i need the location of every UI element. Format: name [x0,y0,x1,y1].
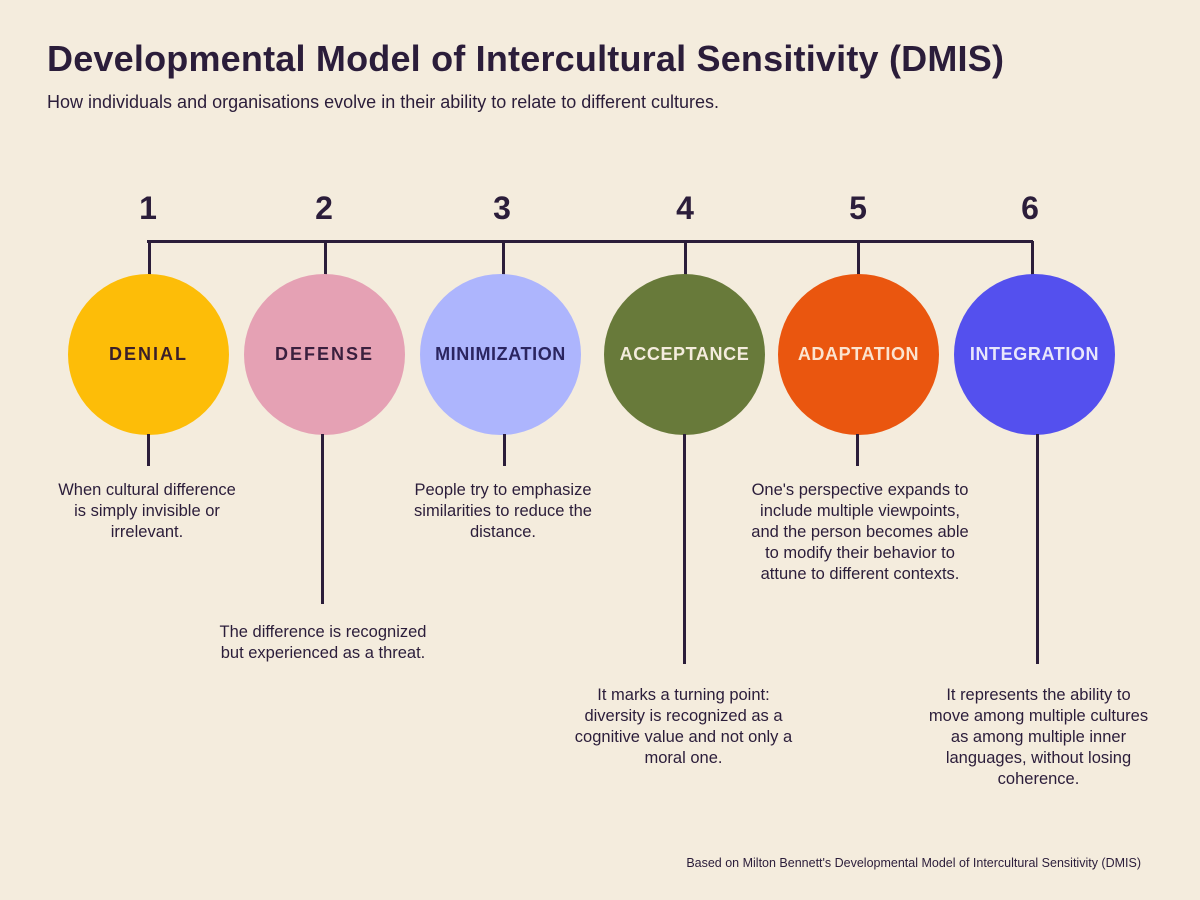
stage-number-3: 3 [493,190,511,226]
stage-label-adaptation: ADAPTATION [797,344,920,364]
page-subtitle: How individuals and organisations evolve… [47,92,720,112]
stage-label-integration: INTEGRATION [969,344,1100,364]
stage-number-6: 6 [1021,190,1039,226]
stage-number-1: 1 [139,190,157,226]
stage-circle-denial: DENIAL [68,274,229,435]
stage-circle-acceptance: ACCEPTANCE [604,274,765,435]
stage-label-minimization: MINIMIZATION [435,344,566,364]
stage-description-defense: The difference is recognized but experie… [219,623,427,662]
stage-description-denial: When cultural difference is simply invis… [58,481,236,541]
timeline-connector [147,240,1033,243]
connector-top-4 [684,241,687,275]
stage-description-acceptance: It marks a turning point: diversity is r… [574,686,793,767]
stage-circle-adaptation: ADAPTATION [778,274,939,435]
connector-bottom-5 [856,434,859,466]
stage-label-acceptance: ACCEPTANCE [619,344,750,364]
stage-description-minimization: People try to emphasize similarities to … [414,481,592,541]
connector-bottom-4 [683,434,686,664]
stage-number-4: 4 [676,190,694,226]
connector-bottom-2 [321,434,324,604]
stage-label-defense: DEFENSE [274,344,375,364]
stage-description-adaptation: One's perspective expands to include mul… [751,481,969,583]
stage-number-2: 2 [315,190,333,226]
connector-bottom-1 [147,434,150,466]
connector-bottom-3 [503,434,506,466]
source-footnote: Based on Milton Bennett's Developmental … [686,856,1141,870]
stage-description-integration: It represents the ability to move among … [928,686,1149,788]
page-title: Developmental Model of Intercultural Sen… [47,38,1005,79]
connector-top-6 [1031,241,1034,275]
connector-top-5 [857,241,860,275]
stage-circle-integration: INTEGRATION [954,274,1115,435]
stage-circle-minimization: MINIMIZATION [420,274,581,435]
stage-label-denial: DENIAL [109,344,188,364]
connector-top-3 [502,241,505,275]
connector-top-2 [324,241,327,275]
connector-top-1 [148,241,151,275]
connector-bottom-6 [1036,434,1039,664]
stage-circle-defense: DEFENSE [244,274,405,435]
stage-number-5: 5 [849,190,867,226]
